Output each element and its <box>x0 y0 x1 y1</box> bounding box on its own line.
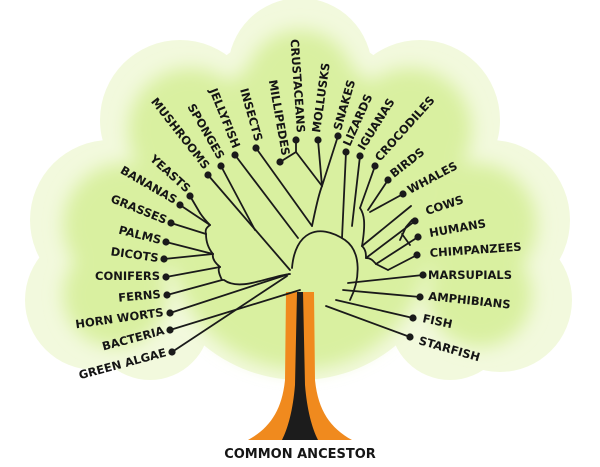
taxon-label-conifers: CONIFERS <box>95 269 160 283</box>
leaf-node-bananas <box>176 201 184 209</box>
leaf-node-birds <box>384 176 392 184</box>
leaf-node-chimpanzees <box>413 251 421 259</box>
canopy-core <box>63 30 537 370</box>
leaf-node-conifers <box>162 273 170 281</box>
taxon-label-fish: FISH <box>421 311 453 331</box>
taxon-label-ferns: FERNS <box>118 287 162 305</box>
leaf-node-bacteria <box>166 326 174 334</box>
leaf-nodes <box>160 132 427 356</box>
canopy-foliage <box>25 0 572 380</box>
leaf-node-grasses <box>167 219 175 227</box>
leaf-node-sponges <box>217 162 225 170</box>
leaf-node-millipedes <box>276 158 284 166</box>
leaf-node-amphibians <box>416 293 424 301</box>
cladogram-branches <box>163 135 424 353</box>
leaf-node-jellyfish <box>231 151 239 159</box>
trunk-inner <box>282 292 318 440</box>
leaf-node-snakes <box>334 132 342 140</box>
leaf-node-yeasts <box>186 192 194 200</box>
leaf-node-palms <box>162 238 170 246</box>
tree-trunk <box>248 292 352 440</box>
leaf-node-iguanas <box>356 152 364 160</box>
leaf-node-ferns <box>163 291 171 299</box>
taxon-label-chimpanzees: CHIMPANZEES <box>429 240 522 260</box>
leaf-node-marsupials <box>419 271 427 279</box>
leaf-node-fish <box>409 314 417 322</box>
leaf-node-cows <box>411 217 419 225</box>
leaf-node-insects <box>252 144 260 152</box>
leaf-node-dicots <box>160 255 168 263</box>
leaf-node-crocodiles <box>371 162 379 170</box>
leaf-node-mollusks <box>314 136 322 144</box>
leaf-node-whales <box>399 190 407 198</box>
common-ancestor-caption: COMMON ANCESTOR <box>224 447 376 462</box>
taxon-label-crustaceans: CRUSTACEANS <box>287 39 308 134</box>
leaf-node-crustaceans <box>292 136 300 144</box>
leaf-node-green-algae <box>168 348 176 356</box>
leaf-node-starfish <box>406 333 414 341</box>
leaf-node-lizards <box>342 148 350 156</box>
leaf-node-humans <box>414 233 422 241</box>
leaf-node-horn-worts <box>166 309 174 317</box>
taxon-label-marsupials: MARSUPIALS <box>428 268 512 282</box>
leaf-node-mushrooms <box>204 171 212 179</box>
taxon-label-dicots: DICOTS <box>110 244 160 265</box>
